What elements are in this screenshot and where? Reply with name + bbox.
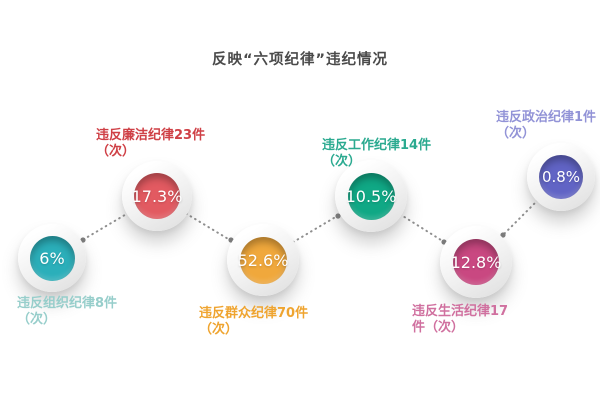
circle-core: 12.8% bbox=[450, 239, 502, 285]
label-line: （次） bbox=[322, 154, 362, 170]
label-work-discipline: 违反工作纪律14件 （次） bbox=[322, 138, 431, 171]
label-line: 件（次） bbox=[412, 320, 465, 336]
label-line: （次） bbox=[96, 144, 136, 160]
label-line: 违反组织纪律8件 bbox=[17, 296, 118, 311]
circle-political-discipline: 0.8% bbox=[527, 143, 595, 211]
label-line: 违反工作纪律14件 bbox=[322, 138, 432, 153]
circle-core: 52.6% bbox=[237, 236, 289, 284]
circle-core: 6% bbox=[29, 235, 75, 281]
circle-work-discipline: 10.5% bbox=[335, 160, 407, 232]
label-line: （次） bbox=[17, 312, 57, 328]
percent-value: 6% bbox=[39, 248, 65, 268]
circle-mass-discipline: 52.6% bbox=[227, 224, 299, 296]
circle-life-discipline: 12.8% bbox=[440, 226, 512, 298]
label-line: 违反生活纪律17 bbox=[412, 304, 509, 319]
percent-value: 0.8% bbox=[541, 168, 581, 186]
label-mass-discipline: 违反群众纪律70件 （次） bbox=[199, 306, 308, 339]
circle-integrity-discipline: 17.3% bbox=[122, 161, 192, 231]
circle-organization-discipline: 6% bbox=[18, 224, 86, 292]
percent-value: 12.8% bbox=[450, 252, 502, 272]
label-line: 违反政治纪律1件 bbox=[496, 110, 597, 125]
label-line: 违反群众纪律70件 bbox=[199, 306, 309, 321]
percent-value: 17.3% bbox=[131, 186, 183, 206]
label-organization-discipline: 违反组织纪律8件 （次） bbox=[17, 296, 117, 329]
circle-core: 17.3% bbox=[131, 173, 183, 219]
percent-value: 52.6% bbox=[237, 250, 289, 270]
label-line: 违反廉洁纪律23件 bbox=[96, 128, 206, 143]
label-integrity-discipline: 违反廉洁纪律23件 （次） bbox=[96, 128, 205, 161]
label-political-discipline: 违反政治纪律1件 （次） bbox=[496, 110, 596, 143]
percent-value: 10.5% bbox=[345, 186, 397, 206]
label-line: （次） bbox=[199, 322, 239, 338]
chart-title: 反映“六项纪律”违纪情况 bbox=[211, 52, 389, 68]
circle-core: 0.8% bbox=[539, 155, 583, 199]
label-life-discipline: 违反生活纪律17 件（次） bbox=[412, 304, 508, 337]
label-line: （次） bbox=[496, 126, 536, 142]
circle-core: 10.5% bbox=[345, 172, 397, 220]
